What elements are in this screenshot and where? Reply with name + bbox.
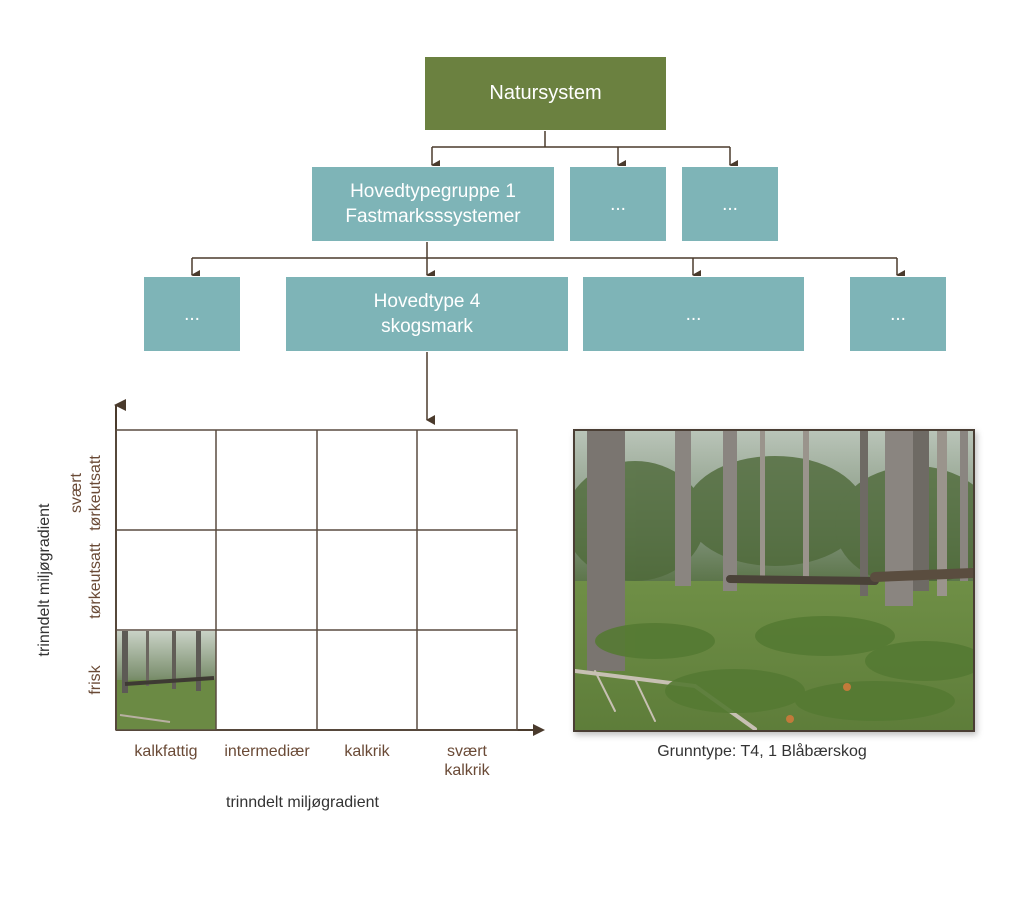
ellipsis-label: ...	[610, 193, 626, 215]
y-label-frisk: frisk	[87, 665, 104, 695]
x-label-kalkfattig: kalkfattig	[134, 743, 198, 760]
level2-ellipsis-box-1: ...	[143, 276, 241, 352]
y-label-svaert-torkeutsatt: svært tørkeutsatt	[68, 455, 104, 531]
ellipsis-label: ...	[685, 303, 702, 325]
hovedtypegruppe-line-1: Hovedtypegruppe 1	[350, 181, 516, 202]
x-axis-title: trinndelt miljøgradient	[226, 794, 379, 811]
hovedtype-line-2: skogsmark	[381, 316, 473, 337]
x-label-kalkrik: kalkrik	[344, 743, 390, 760]
ellipsis-label: ...	[184, 303, 200, 325]
level1-ellipsis-box-1: ...	[569, 166, 667, 242]
natursystem-box: Natursystem	[424, 56, 667, 131]
forest-thumbnail	[117, 631, 216, 730]
x-label-intermediaer: intermediær	[224, 743, 310, 760]
hovedtypegruppe-line-2: Fastmarksssystemer	[345, 206, 521, 227]
y-label-torkeutsatt: tørkeutsatt	[87, 543, 104, 619]
level2-ellipsis-box-2: ...	[582, 276, 805, 352]
ellipsis-label: ...	[890, 303, 906, 325]
hovedtypegruppe-box: Hovedtypegruppe 1 Fastmarksssystemer	[311, 166, 555, 242]
photo-caption: Grunntype: T4, 1 Blåbærskog	[657, 743, 867, 760]
forest-scene	[575, 431, 973, 730]
x-label-svaert-kalkrik: svært kalkrik	[444, 743, 490, 779]
y-axis-title: trinndelt miljøgradient	[36, 503, 53, 657]
natursystem-label: Natursystem	[489, 82, 602, 104]
hovedtype-box: Hovedtype 4 skogsmark	[285, 276, 569, 352]
level1-ellipsis-box-2: ...	[681, 166, 779, 242]
hovedtype-line-1: Hovedtype 4	[373, 291, 481, 312]
ellipsis-label: ...	[722, 193, 738, 215]
forest-photo	[573, 429, 975, 732]
level2-ellipsis-box-3: ...	[849, 276, 947, 352]
